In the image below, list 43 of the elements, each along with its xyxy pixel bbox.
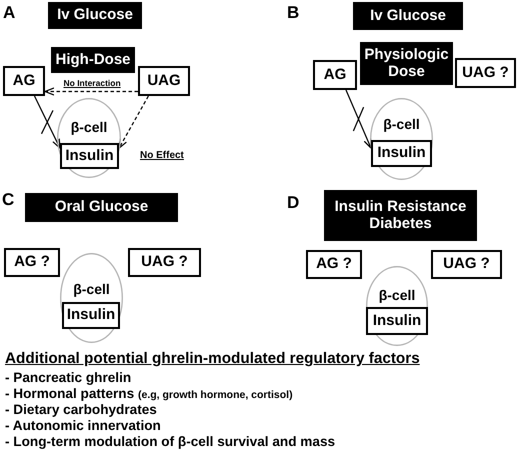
label-box: Insulin [366, 307, 428, 335]
cell-label: β-cell [70, 120, 108, 136]
cell-ellipse [60, 253, 123, 343]
header-box: Iv Glucose [48, 2, 142, 29]
header-box: Oral Glucose [25, 193, 178, 222]
arrow [345, 90, 372, 149]
label-box: Insulin [62, 302, 120, 329]
label-box: UAG ? [431, 250, 502, 279]
label-box: Insulin [371, 140, 432, 167]
label-box: UAG ? [128, 248, 201, 277]
label-box: AG [3, 66, 45, 96]
header-box: Insulin Resistance Diabetes [324, 190, 477, 241]
dashed-arrow [44, 87, 138, 96]
label-box: UAG [138, 66, 190, 96]
section-heading: Additional potential ghrelin-modulated regulatory factors [5, 350, 420, 368]
label-box: UAG ? [455, 58, 516, 88]
note-text: (e.g, growth hormone, cortisol) [138, 389, 293, 402]
header-box: Physiologic Dose [360, 42, 453, 85]
header-box: Iv Glucose [353, 2, 463, 30]
list-item: - Long-term modulation of β-cell survival and mass [5, 434, 336, 450]
label-box: AG ? [306, 250, 362, 279]
dashed-arrow [118, 96, 149, 149]
cell-label: β-cell [73, 282, 110, 298]
arrow [34, 96, 61, 149]
list-item: - Dietary carbohydrates [5, 402, 157, 418]
edge-label: No Effect [140, 150, 184, 162]
cell-ellipse [370, 98, 433, 180]
edge-label: No Interaction [64, 79, 121, 89]
cell-label: β-cell [383, 117, 420, 133]
cell-label: β-cell [378, 288, 416, 304]
list-item: - Hormonal patterns [5, 386, 134, 402]
cell-ellipse [57, 98, 121, 178]
list-item: - Pancreatic ghrelin [5, 370, 132, 386]
panel-letter: C [2, 190, 14, 210]
label-box: AG ? [4, 248, 60, 277]
cell-ellipse [366, 266, 428, 346]
list-item: - Autonomic innervation [5, 418, 161, 434]
panel-letter: B [287, 3, 300, 23]
label-box: AG [313, 60, 357, 90]
header-box: High-Dose [51, 47, 135, 73]
panel-letter: A [3, 3, 16, 23]
label-box: Insulin [60, 143, 119, 169]
panel-letter: D [287, 193, 300, 213]
